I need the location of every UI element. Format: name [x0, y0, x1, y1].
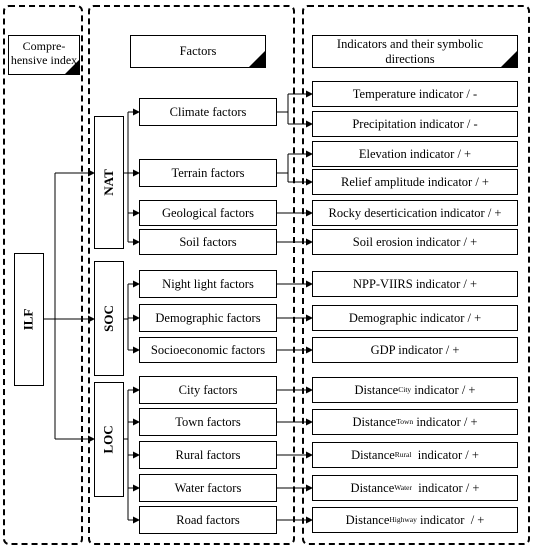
ilf-node: ILF — [14, 253, 44, 386]
factor-climate: Climate factors — [139, 98, 277, 126]
indicator-precipitation: Precipitation indicator / - — [312, 111, 518, 137]
comprehensive-index-header: Compre- hensive index — [8, 35, 80, 75]
indicator-distance-town-rest: indicator / + — [413, 414, 478, 429]
group-soc-label: SOC — [100, 305, 116, 332]
factor-night-light: Night light factors — [139, 270, 277, 298]
indicator-distance-highway-rest: indicator / + — [416, 512, 485, 527]
indicator-relief: Relief amplitude indicator / + — [312, 169, 518, 195]
indicator-rocky: Rocky deserticication indicator / + — [312, 200, 518, 226]
factors-header: Factors — [130, 35, 266, 68]
factor-city: City factors — [139, 376, 277, 404]
indicator-distance-city-sub: City — [398, 384, 412, 394]
indicator-soil-erosion: Soil erosion indicator / + — [312, 229, 518, 255]
indicator-distance-city-main: Distance — [354, 382, 399, 397]
indicator-elevation: Elevation indicator / + — [312, 141, 518, 167]
indicator-distance-city-rest: indicator / + — [411, 382, 476, 397]
group-loc-label: LOC — [100, 425, 116, 454]
factor-town: Town factors — [139, 408, 277, 436]
factor-rural: Rural factors — [139, 441, 277, 469]
comprehensive-index-panel — [3, 5, 83, 545]
factor-road: Road factors — [139, 506, 277, 534]
factor-terrain: Terrain factors — [139, 159, 277, 187]
edge-climate-fork — [277, 94, 289, 124]
indicator-distance-water-main: Distance — [350, 480, 395, 495]
indicator-distance-town-sub: Town — [396, 416, 414, 426]
indicator-distance-rural-main: Distance — [351, 447, 395, 462]
factor-socioeconomic: Socioeconomic factors — [139, 337, 277, 363]
factor-geological: Geological factors — [139, 200, 277, 226]
indicators-panel — [302, 5, 530, 545]
indicator-temperature: Temperature indicator / - — [312, 81, 518, 107]
group-nat-label: NAT — [100, 169, 116, 196]
indicator-distance-rural-rest: indicator / + — [411, 447, 479, 462]
group-soc: SOC — [94, 261, 124, 376]
indicator-distance-water-rest: indicator / + — [412, 480, 480, 495]
ilf-label: ILF — [20, 308, 36, 331]
indicator-distance-highway-sub: Highway — [389, 514, 417, 524]
group-loc: LOC — [94, 382, 124, 497]
comprehensive-index-label: Compre- hensive index — [10, 38, 78, 67]
indicator-distance-water-sub: Water — [394, 482, 412, 492]
factor-demographic: Demographic factors — [139, 304, 277, 332]
factors-panel — [88, 5, 295, 545]
factor-water: Water factors — [139, 474, 277, 502]
factors-header-label: Factors — [179, 44, 217, 59]
indicator-distance-rural-sub: Rural — [394, 449, 412, 459]
edge-terrain-fork — [277, 154, 289, 182]
indicators-header: Indicators and their symbolic directions — [312, 35, 518, 68]
indicators-header-label: Indicators and their symbolic directions — [336, 37, 484, 66]
indicator-gdp: GDP indicator / + — [312, 337, 518, 363]
group-nat: NAT — [94, 116, 124, 249]
indicator-demographic: Demographic indicator / + — [312, 305, 518, 331]
indicator-distance-town-main: Distance — [352, 414, 397, 429]
factor-soil: Soil factors — [139, 229, 277, 255]
indicator-distance-highway-main: Distance — [345, 512, 390, 527]
indicator-npp-viirs: NPP-VIIRS indicator / + — [312, 271, 518, 297]
